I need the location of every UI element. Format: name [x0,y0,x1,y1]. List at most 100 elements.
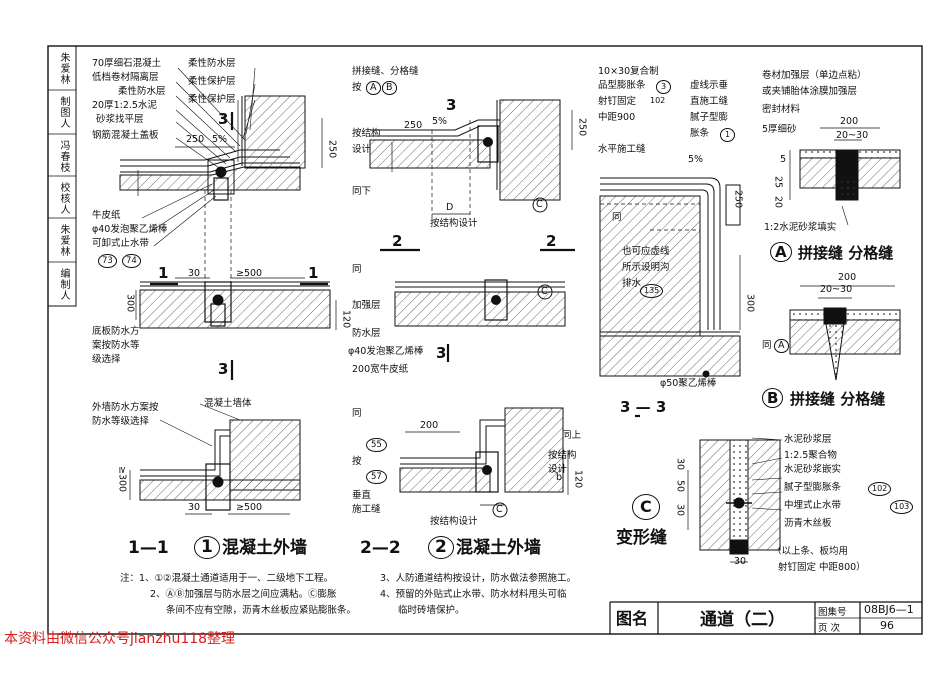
d22-label-1: 设计 [352,144,372,155]
d22-sec3-bottom: 3 [436,344,447,362]
d11-dim-2: 30 [188,268,201,279]
d33-caption: 3 — 3 [620,398,667,416]
title-block-page: 96 [880,619,894,632]
d33-drain-0: 也可应虚线 [622,246,670,257]
watermark-text: 本资料由微信公众号jianzhu118整理 [4,631,236,647]
d22-cut-right: 2 [546,232,557,250]
d11b-dim-1: 30 [188,502,201,513]
d33-slope: 5% [688,154,704,165]
d11-callout-1: 低档卷材隔离层 [92,72,159,83]
da-title: 拼接缝 分格缝 [798,244,894,262]
d22-mid-label-1: 加强层 [352,300,381,311]
dc-dim-1: 50 [674,480,686,493]
dc-title: 变形缝 [616,528,667,548]
note-line-0: 注：1、①②混凝土通道适用于一、二级地下工程。 [120,573,334,584]
d11-left-note-2: 可卸式止水带 [92,238,150,249]
dc-dim-2: 30 [674,504,686,517]
d11-wp-note-2: 级选择 [92,354,121,365]
d11-rcallout-1: 柔性保护层 [188,76,236,87]
d22-ref-55: 55 [366,438,387,453]
detail-3-3-drawing [599,177,741,418]
d11-dim-0: 250 [186,134,205,145]
d22-bottom-label-0: 同 [352,408,362,419]
d22-circ-c-mid: C [541,286,548,297]
caption-2-text: 混凝土外墙 [456,538,541,558]
sidebar-cell-5: 朱爱林 [58,224,69,257]
d22-slope: 5% [432,116,448,127]
dc-dim-0: 30 [674,458,686,471]
d33-ref-1: 1 [720,128,736,142]
d11-dim-3: ≥500 [236,268,263,279]
d22-bottom-label-6: 设计 [548,464,568,475]
detail-c-drawing [687,437,783,563]
d22-ab-a: A [366,81,381,95]
db-title: 拼接缝 分格缝 [790,390,886,408]
d11-dim-4: 300 [124,294,136,313]
dc-note-4: 中埋式止水带 [784,500,842,511]
title-block-label: 图名 [616,609,649,628]
note-line-5: 临时砖墙保护。 [398,605,465,616]
d11-left-note-1: φ40发泡聚乙烯棒 [92,224,168,235]
d11-callout-3: 20厚1:2.5水泥 [92,100,157,111]
d22-top-note-1: 按 [352,82,362,93]
d11-wp-note-0: 底板防水方 [92,326,140,337]
d11b-note-1: 防水等级选择 [92,416,150,427]
d11-ref-74: 74 [122,254,141,269]
d22-label-2: 同下 [352,186,372,197]
d33-note-1: 品型膨胀条 [598,80,646,91]
da-dim-200: 200 [840,116,859,127]
d22-bottom-label-5: 按结构 [548,450,577,461]
d22-label-0: 按结构 [352,128,381,139]
d22-dim-250a: 250 [404,120,423,131]
d33-note-3: 中距900 [598,112,636,123]
da-dim-5: 5 [780,154,787,165]
caption-1-text: 混凝土外墙 [222,538,307,558]
d11-section-mark-top: 3 [218,110,229,128]
dc-foot-0: （以上条、板均用 [772,546,849,557]
d22-mid-label-0: 同 [352,264,362,275]
d11-left-note-0: 牛皮纸 [92,210,121,221]
detail-1-1b-drawing [129,403,301,515]
d11-dim-5: 120 [340,310,352,329]
d22-bottom-label-4: 同上 [562,430,582,441]
d11b-note-0: 外墙防水方案按 [92,402,159,413]
note-line-2: 条间不应有空隙，沥青木丝板应紧贴膨胀条。 [166,605,357,616]
d11b-dim-2: ≥500 [236,502,263,513]
da-note-2: 密封材料 [762,104,801,115]
d11-wp-note-1: 案按防水等 [92,340,140,351]
title-block-frame [609,601,922,634]
d22-dim-120: 120 [572,470,584,489]
da-letter: A [770,242,792,263]
caption-1-circle: 1 [194,536,220,559]
sidebar-cell-2: 制图人 [58,96,69,129]
d11-cut-mark-right: 1 [308,264,319,282]
d11-ref-73: 73 [98,254,117,269]
d11-rcallout-0: 柔性防水层 [188,58,236,69]
note-line-3: 3、人防通道结构按设计，防水做法参照施工。 [380,573,577,584]
note-line-1: 2、ⒶⒷ加强层与防水层之间应满粘。Ⓒ膨胀 [150,589,337,600]
detail-b-drawing [789,285,901,381]
d33-dash-note-2: 腻子型膨 [690,112,729,123]
da-dim-2030: 20~30 [836,130,869,141]
d22-label-3: 按结构设计 [430,218,478,229]
d22-mid-label-2: 防水层 [352,328,381,339]
d22-ref-57: 57 [366,470,387,485]
d22-circ-c-bot: C [496,504,503,515]
d11-callout-2: 柔性防水层 [118,86,166,97]
d33-dim-300: 300 [744,294,756,313]
dc-note-2: 水泥砂浆嵌实 [784,464,842,475]
dc-letter: C [632,494,660,520]
detail-1-1-drawing [119,67,337,380]
d33-ref-3: 3 [656,80,672,94]
d33-note-0: 10×30复合制 [598,66,659,77]
d33-dim-250: 250 [732,190,744,209]
d33-drain-2: 排水 [622,278,642,289]
d11-callout-5: 钢筋混凝土盖板 [92,130,159,141]
d22-dim-200: 200 [420,420,439,431]
d33-drain-1: 所示设明沟 [622,262,670,273]
caption-1-num: 1—1 [128,538,169,558]
da-dim-20: 20 [772,196,784,209]
title-block-atlas: 08BJ6—1 [864,603,914,616]
caption-2-circle: 2 [428,536,454,559]
d11-slope: 5% [212,134,228,145]
